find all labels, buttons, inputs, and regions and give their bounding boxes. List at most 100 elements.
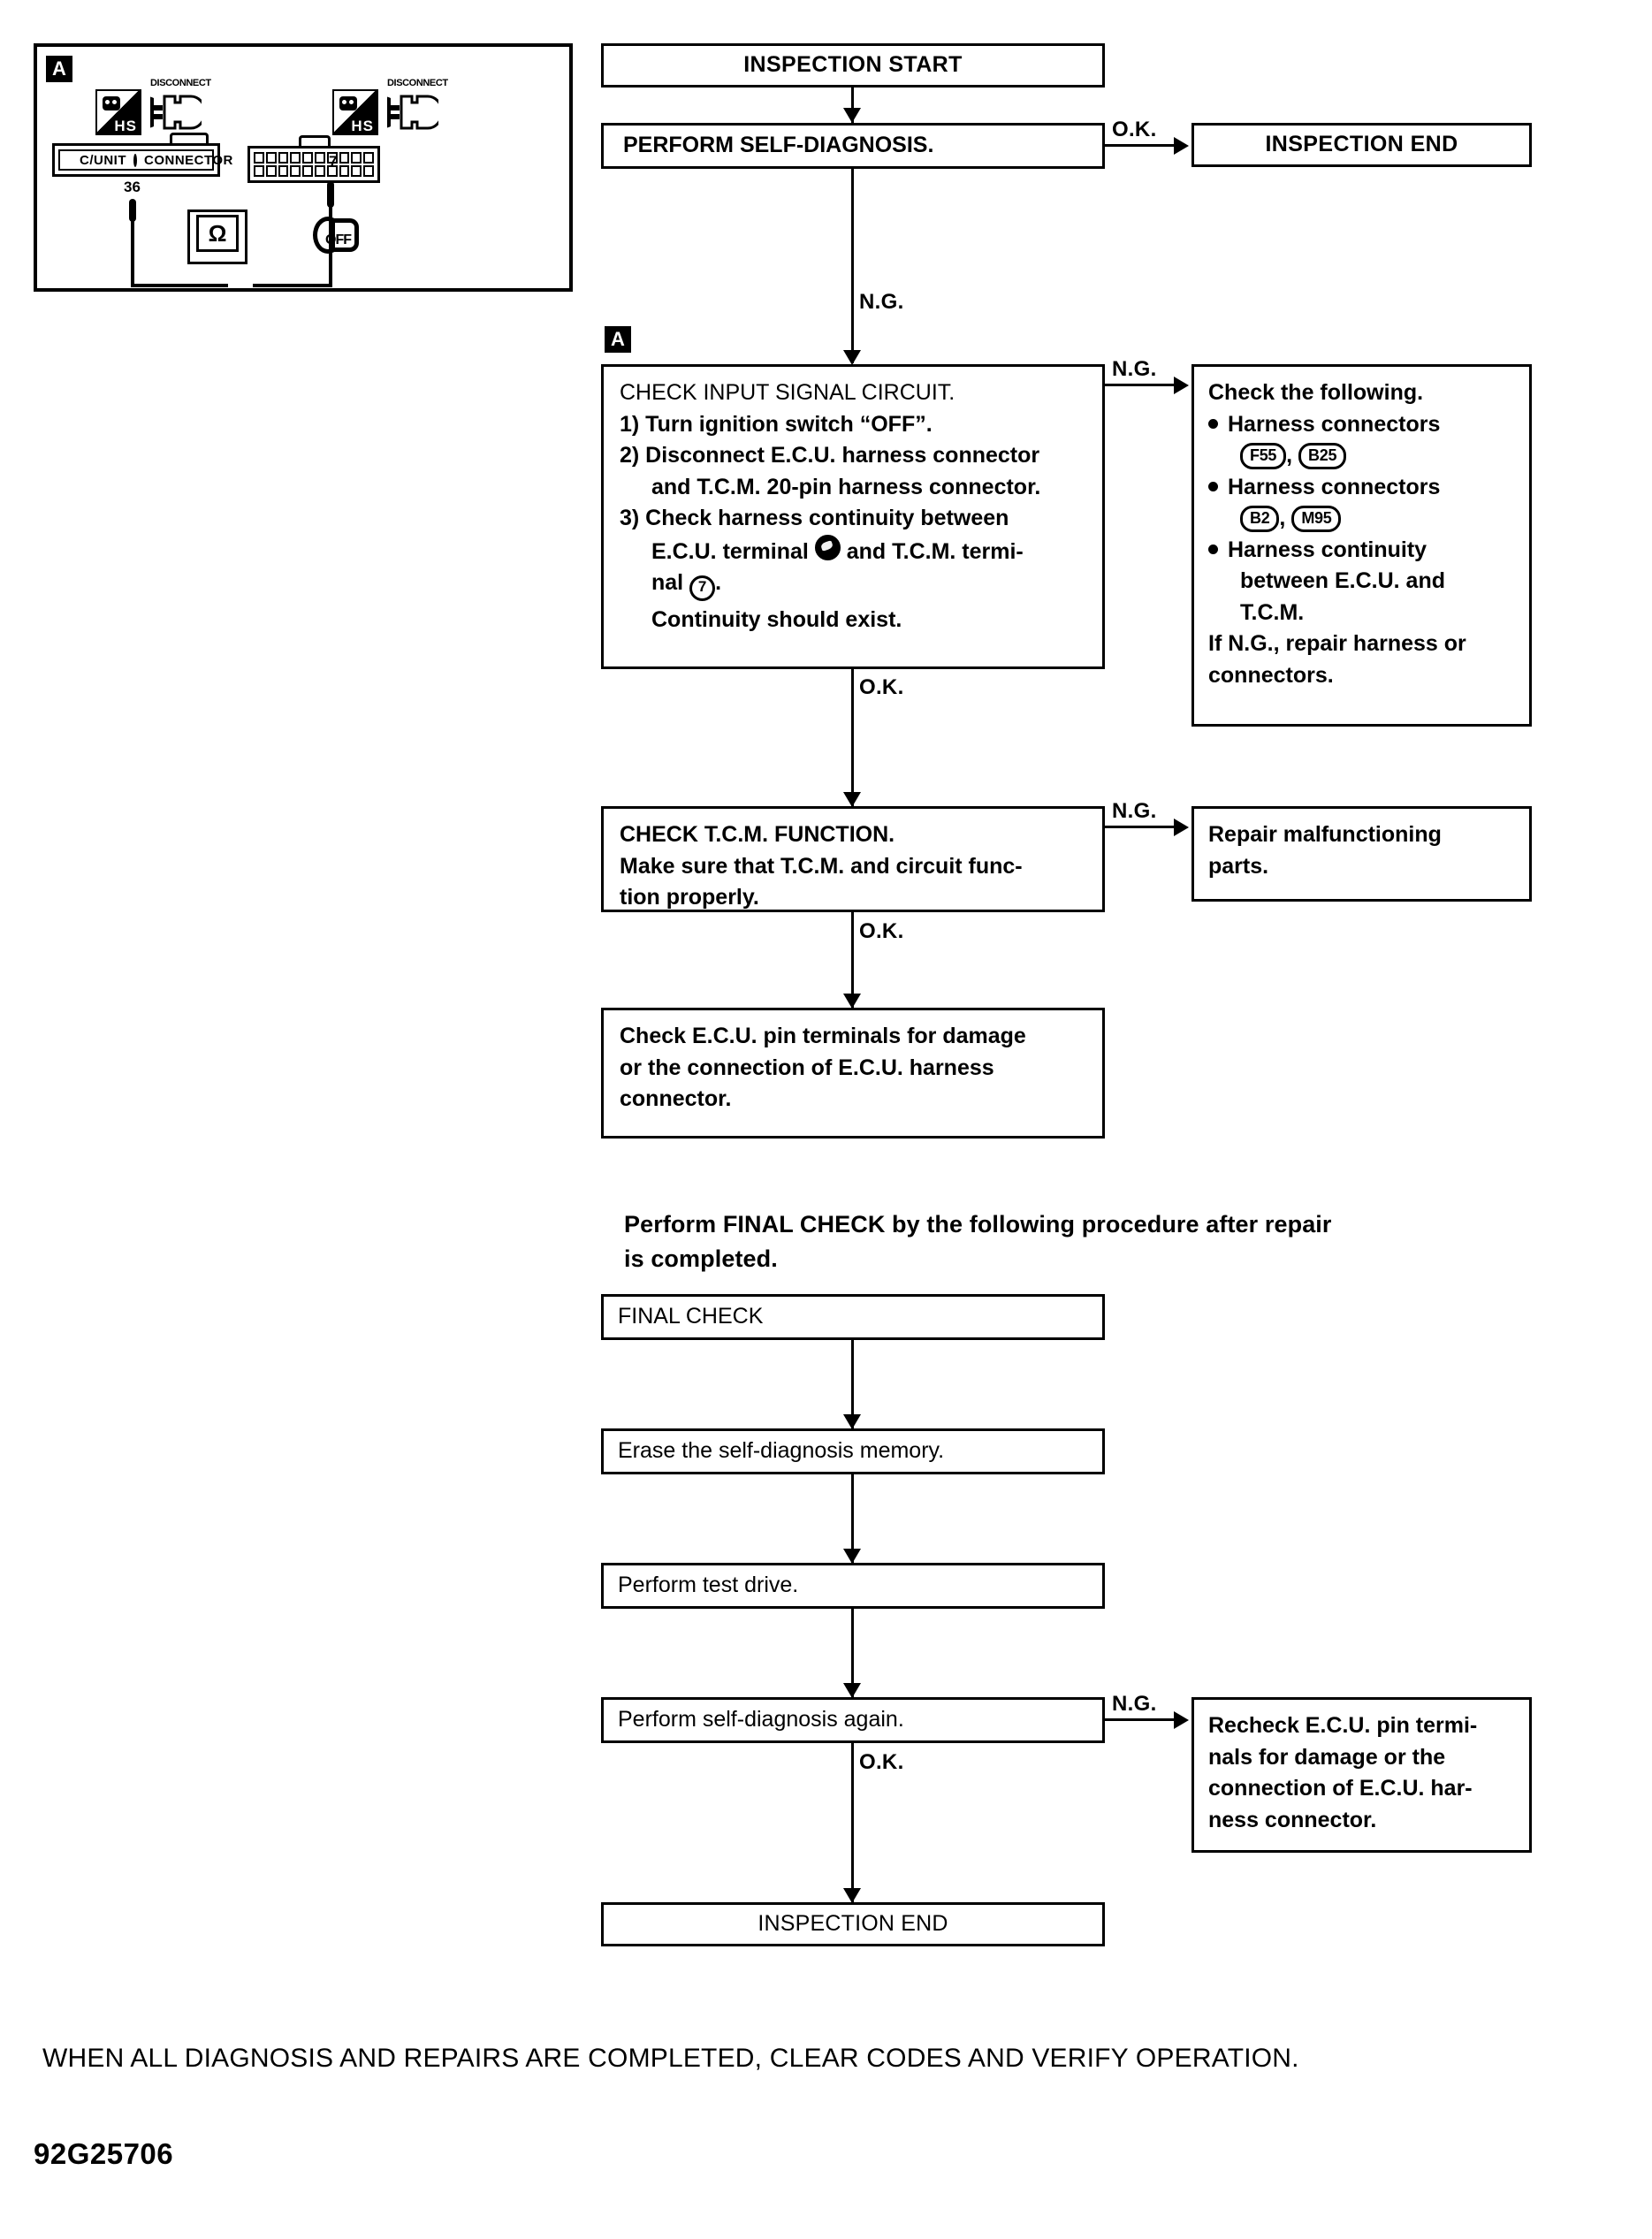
ignition-key-off-icon: OFF	[313, 213, 359, 259]
arrow-head-ok-to-ecu-pins	[843, 994, 861, 1009]
box-check-ecu-pin-terminals: Check E.C.U. pin terminals for damage or…	[601, 1008, 1105, 1139]
pin-cell	[351, 152, 362, 164]
connector-code-m95: M95	[1291, 506, 1342, 532]
check-input-step-1: 1) Turn ignition switch “OFF”.	[620, 411, 933, 437]
pin-cell	[254, 152, 264, 164]
label-ng-selfdiag: N.G.	[859, 290, 904, 314]
bullet-dot-icon	[1208, 481, 1218, 491]
label-ok-selfdiag-again: O.K.	[859, 1750, 904, 1774]
recheck-line-3: connection of E.C.U. har-	[1208, 1776, 1473, 1801]
arrow-head-ng-to-check-following	[1174, 377, 1189, 394]
pin-cell	[363, 165, 374, 177]
ecu-pins-line-1: Check E.C.U. pin terminals for damage	[620, 1024, 1026, 1048]
continuity-note: Continuity should exist.	[651, 607, 902, 632]
recheck-line-1: Recheck E.C.U. pin termi-	[1208, 1713, 1478, 1738]
bullet-2-text: Harness connectors	[1228, 474, 1441, 499]
check-following-codes-2: B2, M95	[1208, 503, 1515, 535]
pin-cell	[315, 152, 325, 164]
arrow-line-ng-to-repair	[1105, 826, 1180, 828]
pin-cell	[265, 152, 277, 164]
ecu-connector-body: C/UNIT CONNECTOR	[52, 143, 232, 177]
arrow-line-ng-to-check-following	[1105, 384, 1180, 386]
arrow-line-ok-to-final-end	[851, 1743, 854, 1902]
box-perform-self-diagnosis: PERFORM SELF-DIAGNOSIS.	[601, 123, 1105, 169]
flow-marker-a: A	[605, 326, 631, 353]
arrow-head-start-to-selfdiag	[843, 108, 861, 123]
check-tcm-line-2: tion properly.	[620, 885, 759, 910]
connector-code-f55: F55	[1240, 443, 1287, 469]
pin-cell	[363, 152, 374, 164]
pin-cell	[278, 165, 289, 177]
check-input-step-2b: and T.C.M. 20-pin harness connector.	[651, 474, 1041, 499]
document-code: 92G25706	[34, 2137, 174, 2170]
bullet-1-text: Harness connectors	[1228, 411, 1441, 437]
disconnect-glyph-right	[367, 95, 444, 130]
disconnect-icon-right: DISCONNECT	[367, 78, 448, 135]
box-final-check: FINAL CHECK	[601, 1294, 1105, 1340]
hs-label-left: HS	[114, 118, 137, 134]
box-inspection-end-top: INSPECTION END	[1191, 123, 1532, 167]
box-inspection-start: INSPECTION START	[601, 43, 1105, 88]
repair-line-2: parts.	[1208, 853, 1269, 879]
box-check-tcm-function: CHECK T.C.M. FUNCTION. Make sure that T.…	[601, 806, 1105, 912]
final-check-heading: Perform FINAL CHECK by the following pro…	[624, 1207, 1561, 1276]
box-check-the-following: Check the following. Harness connectors …	[1191, 364, 1532, 727]
check-input-step-2: 2) Disconnect E.C.U. harness connector	[620, 443, 1040, 468]
arrow-head-final-to-erase	[843, 1414, 861, 1429]
label-ng-check-input: N.G.	[1112, 357, 1157, 381]
hs-icon-right: HS	[332, 89, 378, 135]
probe-wire-right-h	[253, 284, 331, 287]
probe-lead-left	[131, 220, 134, 287]
ecu-connector-left-text: C/UNIT	[80, 152, 126, 168]
check-following-footer-2: connectors.	[1208, 662, 1334, 688]
pin-cell	[302, 165, 313, 177]
box-inspection-end-final: INSPECTION END	[601, 1902, 1105, 1946]
arrow-head-ok-to-final-end	[843, 1888, 861, 1903]
ohm-meter-symbol: Ω	[196, 215, 239, 252]
pin-cell	[339, 152, 350, 164]
disconnect-label-right: DISCONNECT	[387, 78, 448, 88]
check-input-step-3b: E.C.U. terminal and T.C.M. termi-	[620, 534, 1086, 568]
repair-line-1: Repair malfunctioning	[1208, 822, 1442, 847]
step3-period: .	[715, 570, 722, 595]
recheck-line-4: ness connector.	[1208, 1807, 1377, 1832]
bullet-3-line-3: T.C.M.	[1240, 599, 1305, 625]
check-input-step-3c: nal 7.	[620, 567, 1086, 601]
arrow-head-erase-to-drive	[843, 1549, 861, 1564]
arrow-head-ok-to-tcm	[843, 792, 861, 807]
ecu-terminal-circled-icon	[814, 534, 841, 560]
ecu-connector-inner: C/UNIT CONNECTOR	[58, 149, 232, 171]
pin-cell	[339, 165, 350, 177]
check-following-bullet-3: Harness continuity	[1208, 535, 1515, 567]
ecu-pin-number: 36	[124, 179, 141, 195]
arrow-line-ng-to-recheck	[1105, 1718, 1180, 1721]
check-input-title: CHECK INPUT SIGNAL CIRCUIT.	[620, 380, 955, 405]
ecu-pins-line-3: connector.	[620, 1086, 732, 1111]
ecu-pins-line-2: or the connection of E.C.U. harness	[620, 1055, 994, 1080]
disconnect-label-left: DISCONNECT	[150, 78, 211, 88]
bullet-3-line-2: between E.C.U. and	[1240, 568, 1445, 593]
pin-cell	[254, 165, 264, 177]
hs-blob-right	[339, 96, 357, 110]
tcm-connector-tab	[299, 135, 331, 148]
arrow-line-ok-to-end	[1105, 144, 1180, 147]
arrow-head-ok-to-end	[1174, 137, 1189, 155]
arrow-line-ok-to-ecu-pins	[851, 912, 854, 1008]
label-ok-check-input: O.K.	[859, 675, 904, 699]
box-perform-self-diagnosis-again: Perform self-diagnosis again.	[601, 1697, 1105, 1743]
check-tcm-line-1: Make sure that T.C.M. and circuit func-	[620, 853, 1023, 879]
pin-cell	[290, 165, 301, 177]
ignition-off-label: OFF	[325, 232, 352, 248]
bullet-3-text: Harness continuity	[1228, 537, 1427, 562]
bullet-dot-icon	[1208, 418, 1218, 429]
box-erase-memory: Erase the self-diagnosis memory.	[601, 1428, 1105, 1474]
connector-code-b25: B25	[1298, 443, 1347, 469]
pin-cell	[326, 165, 338, 177]
recheck-line-2: nals for damage or the	[1208, 1744, 1446, 1770]
box-recheck-ecu-pins: Recheck E.C.U. pin termi- nals for damag…	[1191, 1697, 1532, 1853]
arrow-head-ng-to-check-input	[843, 350, 861, 365]
check-following-codes-1: F55, B25	[1208, 440, 1515, 472]
ecu-connector-right-text: CONNECTOR	[144, 152, 233, 168]
label-ok-check-tcm: O.K.	[859, 919, 904, 943]
